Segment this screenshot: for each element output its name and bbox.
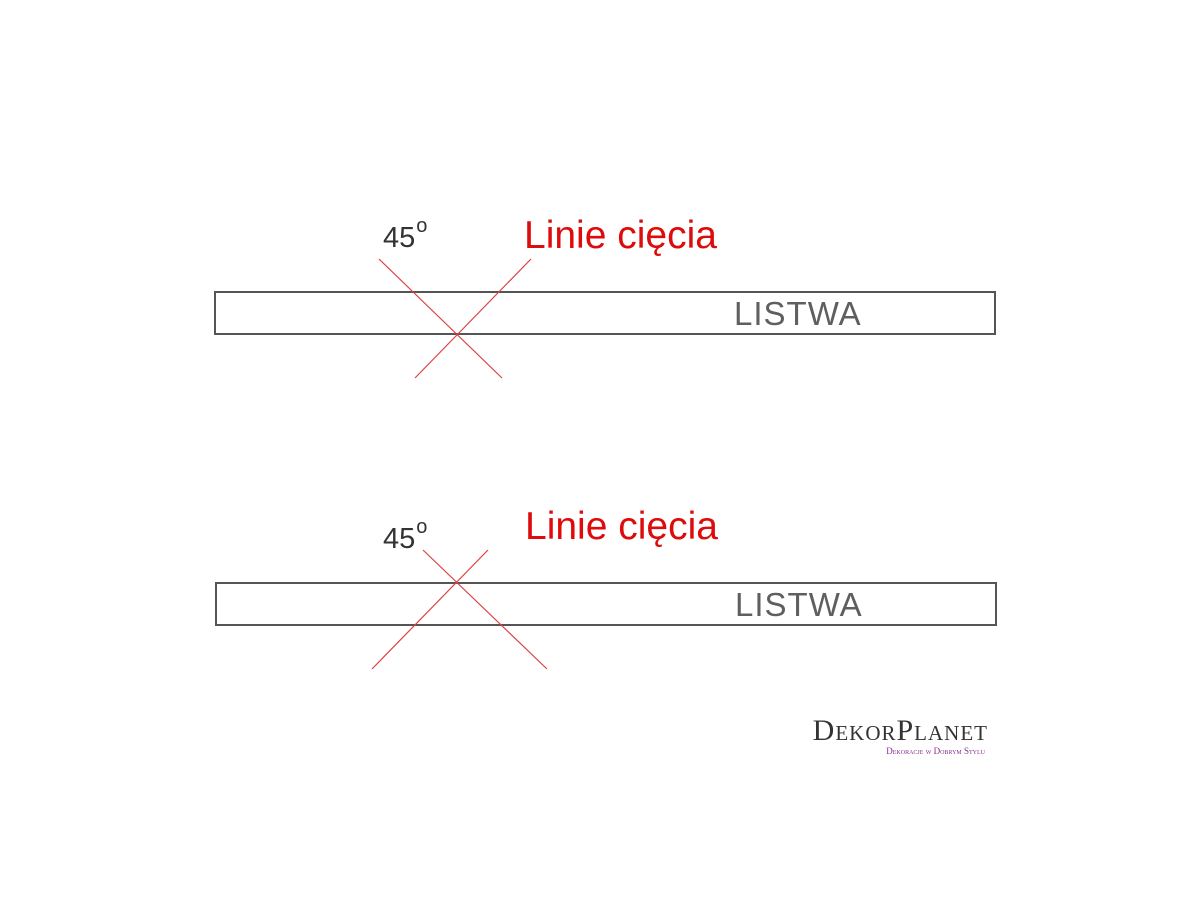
angle-label-1: 45o — [383, 216, 427, 254]
angle-value-2: 45 — [383, 523, 416, 555]
board-label-2: LISTWA — [735, 586, 863, 623]
angle-label-2: 45o — [383, 517, 427, 555]
cut-line-label-2: Linie cięcia — [525, 505, 718, 548]
board-label-1: LISTWA — [734, 295, 862, 332]
angle-value-1: 45 — [383, 222, 416, 254]
cut-line-2b — [371, 549, 489, 670]
cut-line-2a — [422, 549, 548, 670]
board-outline-1 — [214, 291, 996, 335]
logo-tagline: Dekoracje w Dobrym Stylu — [886, 746, 985, 756]
cut-line-label-1: Linie cięcia — [524, 214, 717, 257]
angle-unit-1: o — [416, 215, 428, 237]
dekorplanet-logo: DekorPlanet Dekoracje w Dobrym Stylu — [766, 716, 988, 756]
angle-unit-2: o — [416, 516, 428, 538]
cut-line-1a — [378, 258, 503, 379]
cut-line-1b — [414, 258, 532, 379]
logo-name: DekorPlanet — [812, 714, 988, 747]
board-outline-2 — [215, 582, 997, 626]
